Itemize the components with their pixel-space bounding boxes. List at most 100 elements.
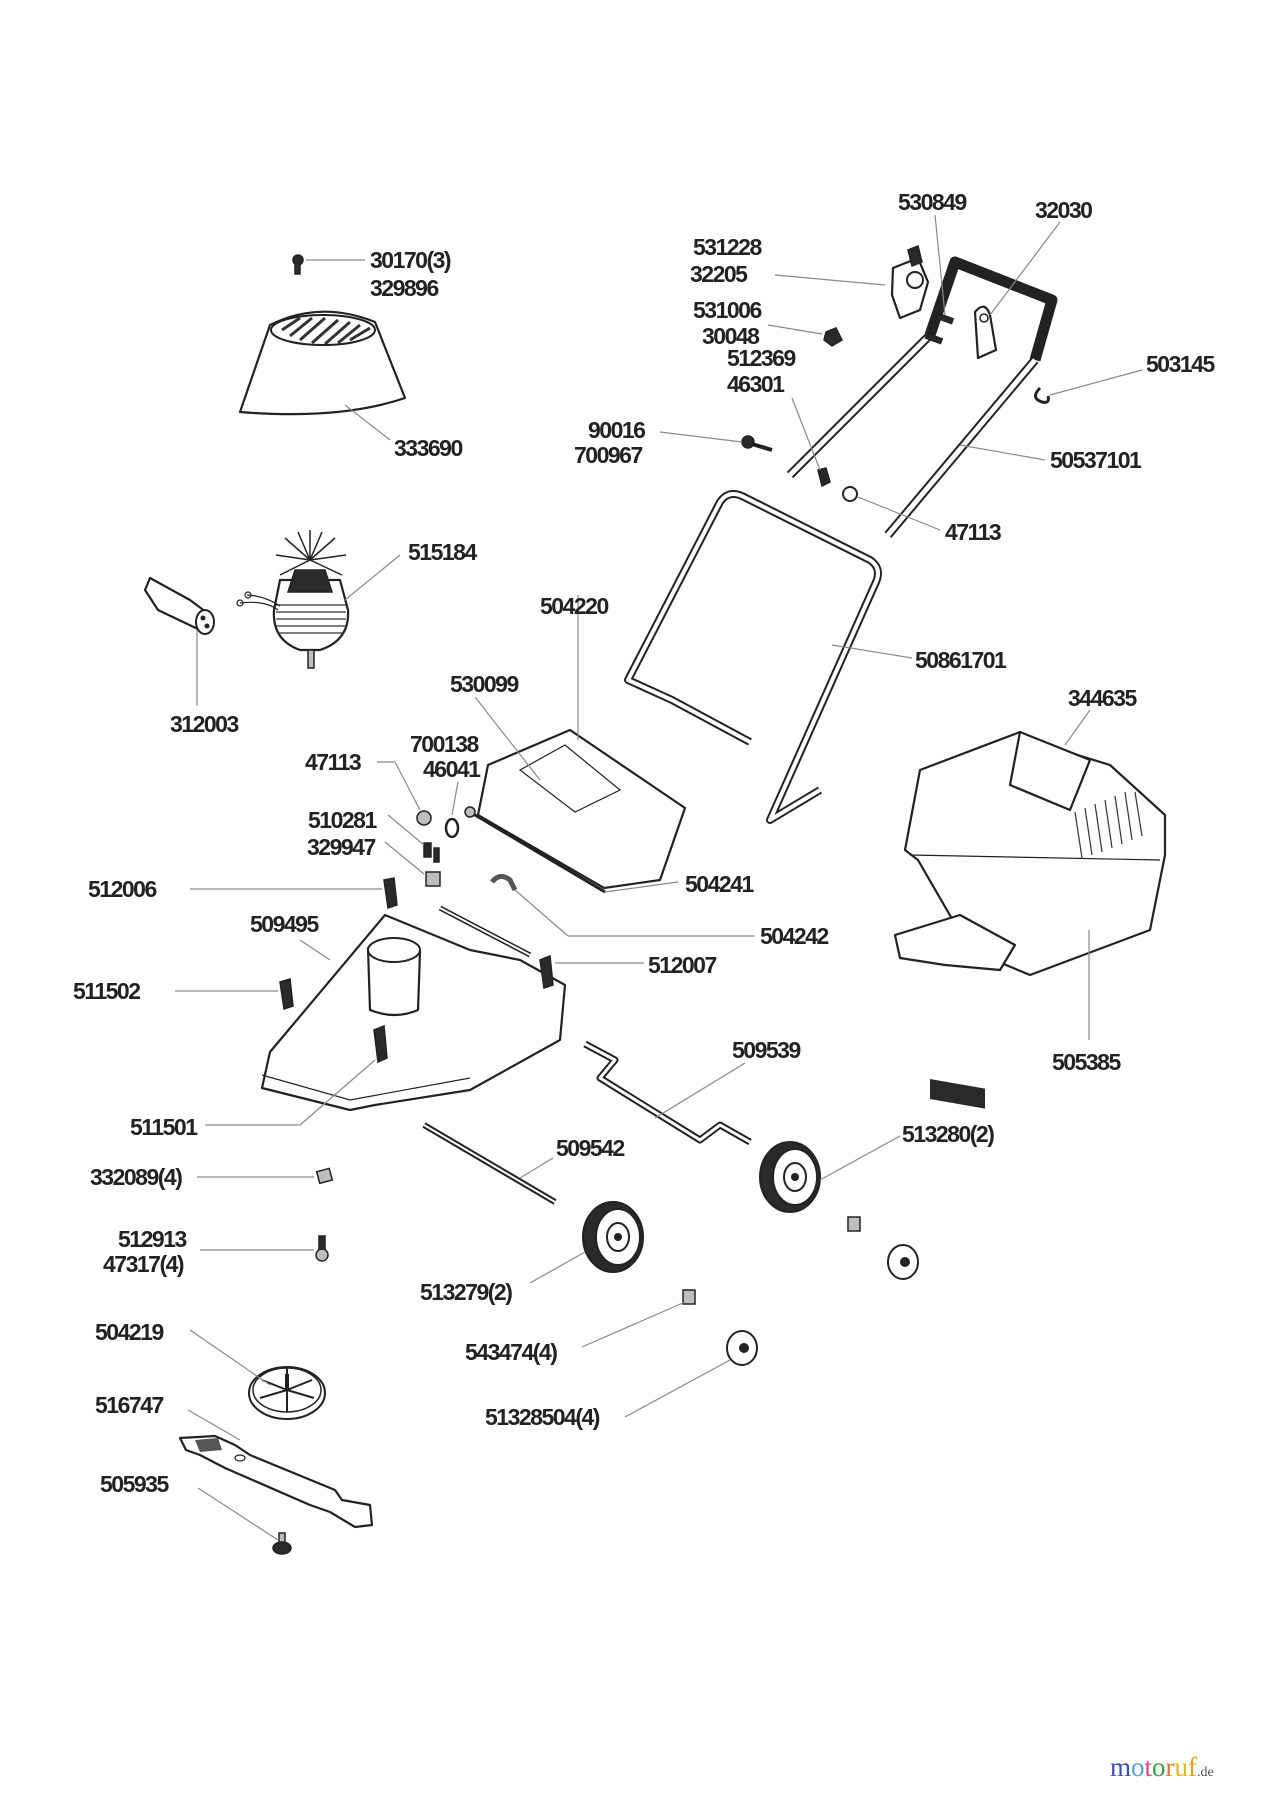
label-clamp-a[interactable]: 512369 xyxy=(727,345,797,371)
label-bolt-b[interactable]: 700967 xyxy=(574,442,644,468)
rear-axle[interactable] xyxy=(583,1040,752,1146)
rear-flap[interactable] xyxy=(464,728,687,894)
deck-screw[interactable] xyxy=(423,842,440,863)
label-lever-a[interactable]: 531228 xyxy=(693,234,764,260)
label-blade-bolt[interactable]: 505935 xyxy=(100,1471,171,1497)
leader-line xyxy=(791,397,821,471)
label-nut-deck[interactable]: 47113 xyxy=(305,749,362,775)
rear-wheel[interactable] xyxy=(759,1141,821,1213)
label-clip-left[interactable]: 511502 xyxy=(73,978,142,1004)
label-spring[interactable]: 504242 xyxy=(760,923,830,949)
wheel-washer[interactable] xyxy=(682,1289,696,1305)
label-lower-handle[interactable]: 50861701 xyxy=(915,647,1009,673)
label-upper-handle[interactable]: 50537101 xyxy=(1050,447,1144,473)
label-washer-wheel[interactable]: 543474(4) xyxy=(465,1339,559,1365)
switch-lever[interactable] xyxy=(890,244,930,320)
watermark-letter: o xyxy=(1131,1752,1145,1782)
leader-line xyxy=(857,496,941,531)
handle-clamp[interactable] xyxy=(817,467,831,488)
leader-line xyxy=(819,1135,901,1181)
label-motor-cover[interactable]: 333690 xyxy=(394,435,464,461)
wheel-washer-rear[interactable] xyxy=(847,1216,861,1232)
label-grass-box-lid[interactable]: 344635 xyxy=(1068,685,1139,711)
leader-line xyxy=(959,444,1046,461)
knob-screws[interactable] xyxy=(924,312,955,345)
label-deck[interactable]: 509495 xyxy=(250,911,321,937)
label-washer-b[interactable]: 46041 xyxy=(423,756,483,782)
label-clip-left-top[interactable]: 512006 xyxy=(88,876,158,902)
label-front-wheel[interactable]: 513279(2) xyxy=(420,1279,514,1305)
label-clip-ring[interactable]: 503145 xyxy=(1146,351,1217,377)
motoruf-watermark[interactable]: motoruf.de xyxy=(1110,1752,1214,1783)
grass-box[interactable] xyxy=(893,730,1167,1109)
flap-spring[interactable] xyxy=(490,874,518,892)
lower-handle[interactable] xyxy=(624,490,882,824)
watermark-letter: m xyxy=(1110,1752,1132,1782)
deck-bracket[interactable] xyxy=(425,871,441,887)
square-nut[interactable] xyxy=(315,1167,334,1185)
label-nut-handle[interactable]: 47113 xyxy=(945,519,1002,545)
label-rear-wheel[interactable]: 513280(2) xyxy=(902,1121,996,1147)
label-clamp-b[interactable]: 46301 xyxy=(727,371,787,397)
label-blade[interactable]: 516747 xyxy=(95,1392,165,1418)
label-screw-top-a[interactable]: 30170(3) xyxy=(370,247,452,273)
handle-nut-lower[interactable] xyxy=(842,486,858,502)
front-wheel[interactable] xyxy=(582,1201,644,1273)
leader-line xyxy=(394,761,421,811)
label-cable-clip[interactable]: 32030 xyxy=(1035,197,1094,223)
watermark-letter: f xyxy=(1188,1752,1198,1782)
mower-deck[interactable] xyxy=(260,905,567,1112)
label-screw-b[interactable]: 47317(4) xyxy=(103,1251,185,1277)
leader-line xyxy=(1049,369,1143,396)
leader-line xyxy=(189,1329,271,1386)
label-screw-a[interactable]: 512913 xyxy=(118,1226,188,1252)
deck-clip-right[interactable] xyxy=(539,954,554,989)
label-rear-axle[interactable]: 509539 xyxy=(732,1037,802,1063)
label-lever-b[interactable]: 32205 xyxy=(690,261,750,287)
watermark-letter: r xyxy=(1165,1752,1175,1782)
label-clip-right[interactable]: 512007 xyxy=(648,952,718,978)
label-nut-b[interactable]: 30048 xyxy=(702,323,762,349)
blade[interactable] xyxy=(178,1434,374,1529)
label-flap-rod[interactable]: 504241 xyxy=(685,871,756,897)
hub-cap[interactable] xyxy=(726,1330,758,1366)
label-grass-box[interactable]: 505385 xyxy=(1052,1049,1123,1075)
label-front-axle[interactable]: 509542 xyxy=(556,1135,626,1161)
label-clip-front[interactable]: 511501 xyxy=(130,1114,200,1140)
deck-bolt[interactable] xyxy=(315,1235,329,1262)
blade-bolt[interactable] xyxy=(272,1532,292,1555)
label-flap[interactable]: 504220 xyxy=(540,593,610,619)
handle-bolt[interactable] xyxy=(741,435,773,452)
label-washer-a[interactable]: 700138 xyxy=(410,731,481,757)
top-screw[interactable] xyxy=(292,254,304,275)
label-nut-a[interactable]: 531006 xyxy=(693,297,763,323)
label-bracket-deck[interactable]: 329947 xyxy=(307,834,377,860)
label-flap-label[interactable]: 530099 xyxy=(450,671,520,697)
front-axle[interactable] xyxy=(422,1122,557,1205)
label-fan[interactable]: 504219 xyxy=(95,1319,165,1345)
hub-cap-rear[interactable] xyxy=(887,1244,919,1280)
deck-washer[interactable] xyxy=(444,817,460,839)
motor-cover[interactable] xyxy=(238,310,407,416)
deck-clip-left-top[interactable] xyxy=(383,877,398,909)
label-square-nut[interactable]: 332089(4) xyxy=(90,1164,184,1190)
label-screw-deck[interactable]: 510281 xyxy=(308,807,379,833)
cable-clip[interactable] xyxy=(973,305,998,360)
fan[interactable] xyxy=(248,1366,326,1420)
handle-nut[interactable] xyxy=(823,327,843,347)
capacitor[interactable] xyxy=(143,576,215,635)
motor[interactable] xyxy=(236,530,350,669)
label-motor[interactable]: 515184 xyxy=(408,539,479,565)
label-capacitor[interactable]: 312003 xyxy=(170,711,240,737)
leader-line xyxy=(831,644,913,659)
deck-nut[interactable] xyxy=(416,810,432,826)
label-screw-top-b[interactable]: 329896 xyxy=(370,275,440,301)
leader-line xyxy=(1064,709,1091,746)
label-bolt-a[interactable]: 90016 xyxy=(588,417,647,443)
label-hub-cap[interactable]: 51328504(4) xyxy=(485,1404,601,1430)
leader-line xyxy=(384,841,425,875)
label-knob[interactable]: 530849 xyxy=(898,189,968,215)
clip-ring[interactable] xyxy=(1034,386,1050,404)
deck-clip-left[interactable] xyxy=(279,978,294,1010)
deck-clip-front[interactable] xyxy=(373,1024,388,1064)
